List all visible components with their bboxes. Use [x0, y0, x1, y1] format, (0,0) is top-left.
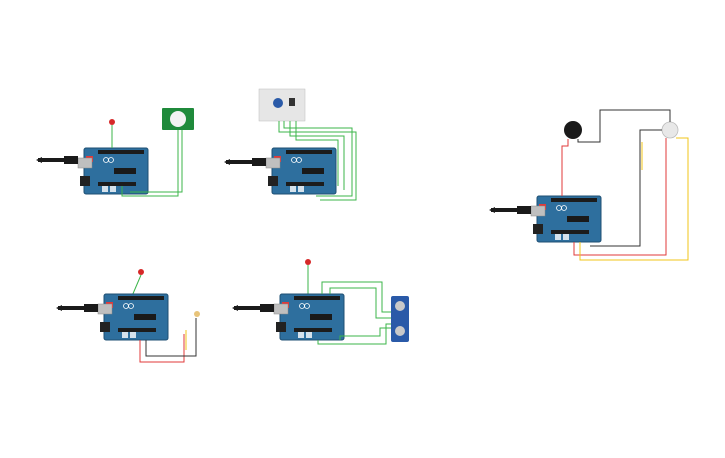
wires	[121, 130, 183, 197]
circuit-buzzer-photoresistor[interactable]	[489, 109, 689, 261]
usb-cable	[224, 158, 266, 166]
arduino-uno-board[interactable]	[265, 147, 337, 195]
circuit-pir-sensor[interactable]	[36, 108, 194, 197]
circuit-led-photoresistor[interactable]	[56, 269, 200, 363]
usb-cable	[489, 206, 531, 214]
wires	[139, 318, 197, 363]
arduino-uno-board[interactable]	[530, 195, 602, 243]
arduino-uno-board[interactable]	[77, 147, 149, 195]
led[interactable]	[305, 259, 311, 294]
usb-cable	[232, 304, 274, 312]
piezo-buzzer[interactable]	[564, 121, 582, 139]
arduino-uno-board[interactable]	[97, 293, 169, 341]
led[interactable]	[109, 119, 115, 148]
circuit-breadboard-potentiometer[interactable]	[224, 88, 357, 201]
ultrasonic-sensor[interactable]	[391, 296, 409, 342]
wires	[317, 281, 391, 345]
pir-sensor[interactable]	[162, 108, 194, 130]
photoresistor[interactable]	[194, 311, 200, 317]
circuit-ultrasonic-led[interactable]	[232, 259, 409, 345]
photoresistor[interactable]	[661, 121, 679, 139]
breadboard[interactable]	[258, 88, 306, 122]
usb-cable	[36, 156, 78, 164]
usb-cable	[56, 304, 98, 312]
wires	[561, 109, 689, 261]
led[interactable]	[131, 269, 144, 297]
arduino-uno-board[interactable]	[273, 293, 345, 341]
wires	[278, 121, 357, 201]
